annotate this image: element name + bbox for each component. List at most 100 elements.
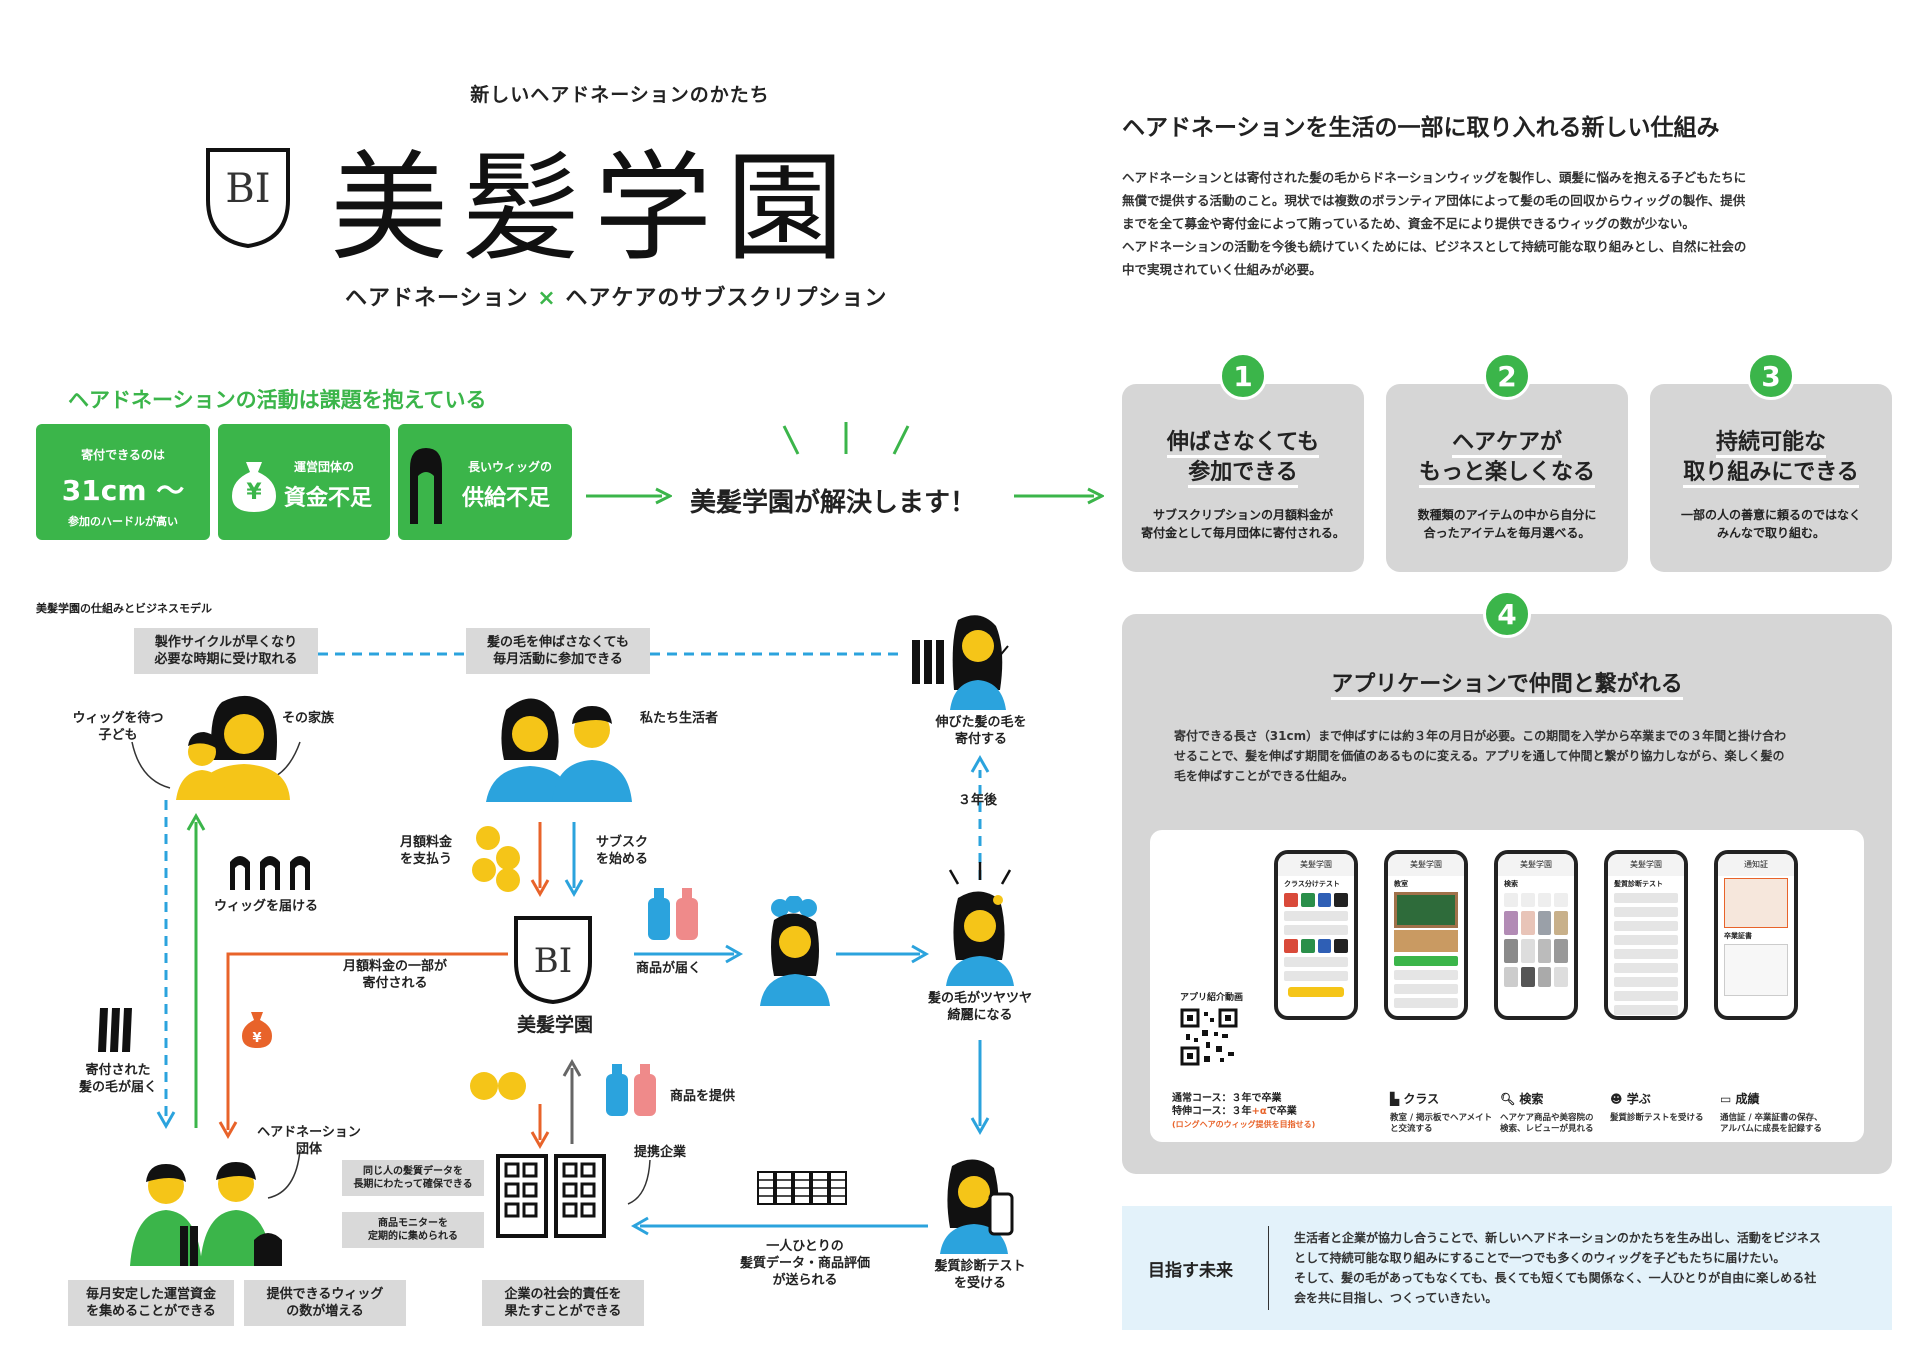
- intro-line: 中で実現されていく仕組みが必要。: [1122, 262, 1322, 277]
- subtitle-left: ヘアドネーション: [345, 286, 529, 311]
- phone-head: 美髪学園: [1388, 854, 1464, 876]
- intro-line: ヘアドネーションとは寄付された髪の毛からドネーションウィッグを製作し、頭髪に悩み…: [1122, 170, 1747, 185]
- family-label: その家族: [282, 711, 335, 726]
- future-line: として持続可能な取り組みにすることで一つでも多くのウィッグを子どもたちに届けたい…: [1294, 1251, 1786, 1265]
- point1-body2: 寄付金として毎月団体に寄付される。: [1141, 526, 1345, 540]
- box-production-cycle: 製作サイクルが早くなり必要な時期に受け取れる: [134, 628, 318, 674]
- donated-hair-icon: [98, 1008, 132, 1052]
- point4-line: せることで、髪を伸ばす期間を価値のあるものに変える。アプリを通して仲間と繋がり協…: [1174, 749, 1785, 763]
- phone-head: 美髪学園: [1608, 854, 1684, 876]
- donate-grown-label: 伸びた髪の毛を寄付する: [935, 715, 1027, 747]
- intro-line: 無償で提供する活動のこと。現状では複数のボランティア団体によって髪の毛の回収から…: [1122, 193, 1746, 208]
- phone-label: 検索: [1504, 880, 1518, 888]
- point-number-4: 4: [1483, 590, 1531, 638]
- logo-mark: BI: [200, 140, 296, 250]
- money-bag-orange-icon: ¥: [242, 1012, 272, 1048]
- bottles-bottom-icon: [606, 1064, 656, 1116]
- svg-text:¥: ¥: [252, 1031, 261, 1046]
- subtitle-right: ヘアケアのサブスクリプション: [565, 286, 888, 311]
- future-body: 生活者と企業が協力し合うことで、新しいヘアドネーションのかたちを生み出し、活動を…: [1294, 1228, 1821, 1308]
- app-panel: アプリ紹介動画 美髪学園 クラス分けテスト 美髪学園 教室: [1150, 830, 1864, 1142]
- subtitle: ヘアドネーション × ヘアケアのサブスクリプション: [345, 280, 887, 312]
- shampoo-person-figure: [760, 896, 830, 1006]
- fee-part-label: 月額料金の一部が寄付される: [342, 959, 447, 991]
- box-more-wigs: 提供できるウィッグの数が増える: [244, 1280, 406, 1326]
- data-forms-icon: [757, 1171, 847, 1205]
- arrow-to-points: [1014, 487, 1104, 505]
- problem-box-funds: ¥ 運営団体の 資金不足: [218, 424, 390, 540]
- point-card-2: ヘアケアが もっと楽しくなる 数種類のアイテムの中から自分に 合ったアイテムを毎…: [1386, 384, 1628, 572]
- monthly-fee-label: 月額料金を支払う: [399, 835, 452, 867]
- phone-head: 美髪学園: [1278, 854, 1354, 876]
- class-icon: ▙: [1390, 1092, 1404, 1106]
- intro-line: までを全て募金や寄付金によって賄っているため、資金不足により提供できるウィッグの…: [1122, 216, 1695, 231]
- point1-body1: サブスクリプションの月額料金が: [1152, 508, 1333, 522]
- point3-title2: 取り組みにできる: [1683, 460, 1859, 488]
- child-family-figure: [176, 695, 290, 800]
- intro-heading: ヘアドネーションを生活の一部に取り入れる新しい仕組み: [1122, 115, 1720, 141]
- feature-class: ▙ クラス 教室 / 掲示板でヘアメイトと交流する: [1390, 1092, 1493, 1134]
- intro-line: ヘアドネーションの活動を今後も続けていくためには、ビジネスとして持続可能な取り組…: [1122, 239, 1747, 254]
- product-arrive-label: 商品が届く: [636, 961, 702, 976]
- box-monthly-participate: 髪の毛を伸ばさなくても毎月活動に参加できる: [466, 628, 650, 674]
- course-info: 通常コース：３年で卒業 特伸コース：３年+αで卒業 (ロングヘアのウィッグ提供を…: [1172, 1092, 1315, 1131]
- coins-bottom-icon: [470, 1072, 526, 1100]
- point4-body: 寄付できる長さ（31cm）まで伸ばすには約３年の月日が必要。この期間を入学から卒…: [1174, 726, 1864, 786]
- course-note: (ロングヘアのウィッグ提供を目指せる): [1172, 1120, 1316, 1129]
- app-screen-search[interactable]: 美髪学園 検索: [1494, 850, 1578, 1020]
- app-screen-class-test[interactable]: 美髪学園 クラス分けテスト: [1274, 850, 1358, 1020]
- shiny-hair-label: 髪の毛がツヤツヤ綺麗になる: [927, 991, 1032, 1023]
- child-label: ウィッグを待つ子ども: [72, 711, 164, 743]
- point3-body1: 一部の人の善意に頼るのではなく: [1680, 508, 1861, 522]
- diagnosis-person-figure: [940, 1159, 1014, 1254]
- point2-body2: 合ったアイテムを毎月選べる。: [1423, 526, 1591, 540]
- problem1-top: 寄付できるのは: [81, 448, 165, 462]
- problem1-big: 31cm 〜: [61, 474, 185, 507]
- problem1-bottom: 参加のハードルが高い: [68, 515, 178, 528]
- future-divider: [1268, 1226, 1269, 1310]
- long-hair-icon: [408, 446, 444, 530]
- problem3-small: 長いウィッグの: [468, 460, 553, 474]
- qr-code[interactable]: [1180, 1008, 1238, 1066]
- point2-title1: ヘアケアが: [1451, 430, 1562, 458]
- future-box: 目指す未来 生活者と企業が協力し合うことで、新しいヘアドネーションのかたちを生み…: [1122, 1206, 1892, 1330]
- problem-box-wigs: 長いウィッグの 供給不足: [398, 424, 572, 540]
- page-title: 美髪学園: [330, 139, 859, 277]
- box-product-monitor: 商品モニターを定期的に集められる: [342, 1212, 484, 1248]
- consumers-figure: [486, 698, 632, 802]
- subtitle-x: ×: [537, 286, 557, 311]
- diagram-connectors: [131, 652, 1012, 1236]
- future-line: そして、髪の毛があってもなくても、長くても短くても関係なく、一人ひとりが自由に楽…: [1294, 1271, 1817, 1285]
- app-screen-classroom[interactable]: 美髪学園 教室: [1384, 850, 1468, 1020]
- point2-title2: もっと楽しくなる: [1418, 460, 1595, 488]
- future-line: 会を共に目指し、つくっていきたい。: [1294, 1291, 1498, 1305]
- provide-product-label: 商品を提供: [670, 1089, 736, 1104]
- app-screen-diagnosis[interactable]: 美髪学園 髪質診断テスト: [1604, 850, 1688, 1020]
- box-long-term-data: 同じ人の髪質データを長期にわたって確保できる: [342, 1160, 484, 1196]
- point-card-3: 持続可能な 取り組みにできる 一部の人の善意に頼るのではなく みんなで取り組む。: [1650, 384, 1892, 572]
- tagline: 新しいヘアドネーションのかたち: [470, 84, 770, 106]
- intro-body: ヘアドネーションとは寄付された髪の毛からドネーションウィッグを製作し、頭髪に悩み…: [1122, 166, 1882, 281]
- point3-body2: みんなで取り組む。: [1716, 526, 1825, 540]
- phone-label: 髪質診断テスト: [1614, 880, 1663, 888]
- feature-grades: ▭ 成績 通信証 / 卒業証書の保存、アルバムに成長を記録する: [1720, 1092, 1823, 1134]
- learn-icon: ☻: [1610, 1092, 1627, 1106]
- point-number-1: 1: [1219, 352, 1267, 400]
- point-card-1: 伸ばさなくても 参加できる サブスクリプションの月額料金が 寄付金として毎月団体…: [1122, 384, 1364, 572]
- coins-icon: [472, 826, 520, 892]
- solve-burst-icon: [782, 422, 910, 455]
- solve-text: 美髪学園が解決します！: [690, 488, 977, 518]
- point-card-4: アプリケーションで仲間と繋がれる 寄付できる長さ（31cm）まで伸ばすには約３年…: [1122, 614, 1892, 1174]
- svg-text:BI: BI: [534, 941, 572, 981]
- app-screen-grades[interactable]: 通知証 卒業証書: [1714, 850, 1798, 1020]
- search-icon: 🔍︎: [1500, 1092, 1520, 1106]
- point2-body1: 数種類のアイテムの中から自分に: [1417, 508, 1597, 522]
- phone-label: 教室: [1394, 880, 1408, 888]
- point4-line: 寄付できる長さ（31cm）まで伸ばすには約３年の月日が必要。この期間を入学から卒…: [1174, 729, 1787, 743]
- phone-head: 美髪学園: [1498, 854, 1574, 876]
- point3-title1: 持続可能な: [1715, 430, 1826, 458]
- point-number-3: 3: [1747, 352, 1795, 400]
- wig-deliver-label: ウィッグを届ける: [214, 899, 319, 914]
- partner-label: 提携企業: [634, 1145, 687, 1160]
- course-special: 特伸コース：３年+αで卒業: [1172, 1106, 1297, 1117]
